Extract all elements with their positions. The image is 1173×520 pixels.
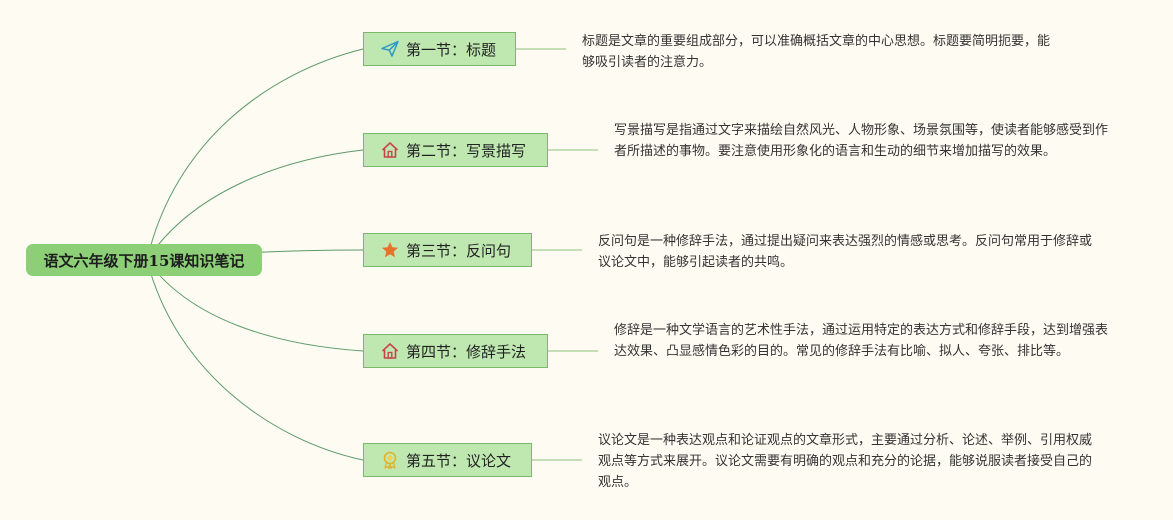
topic-section-5-label: 第五节：议论文 [406,451,512,470]
topic-section-1-label: 第一节：标题 [406,40,497,59]
note-section-1: 标题是文章的重要组成部分，可以准确概括文章的中心思想。标题要简明扼要，能够吸引读… [582,34,1051,70]
paper-plane-icon [380,39,400,59]
branch-line-1 [146,48,364,261]
topic-section-2-label: 第二节：写景描写 [406,141,527,160]
note-section-5: 议论文是一种表达观点和论证观点的文章形式，主要通过分析、论述、举例、引用权威观点… [598,433,1093,490]
note-section-4: 修辞是一种文学语言的艺术性手法，通过运用特定的表达方式和修辞手段，达到增强表达效… [614,323,1109,359]
award-ribbon-icon [380,450,400,470]
branch-line-5 [146,259,364,461]
topic-section-1[interactable]: 第一节：标题 [363,32,516,66]
topic-section-3-label: 第三节：反问句 [406,241,512,260]
topic-section-4[interactable]: 第四节：修辞手法 [363,334,548,368]
root-topic[interactable]: 语文六年级下册15课知识笔记 [26,244,262,276]
topic-section-3[interactable]: 第三节：反问句 [363,233,532,267]
house-icon [380,341,400,361]
note-section-2: 写景描写是指通过文字来描绘自然风光、人物形象、场景氛围等，使读者能够感受到作者所… [614,123,1109,159]
star-icon [380,240,400,260]
root-topic-label: 语文六年级下册15课知识笔记 [43,251,245,270]
house-icon [380,140,400,160]
topic-section-4-label: 第四节：修辞手法 [406,342,527,361]
note-section-3: 反问句是一种修辞手法，通过提出疑问来表达强烈的情感或思考。反问句常用于修辞或议论… [598,234,1093,270]
branch-line-4 [146,259,364,352]
topic-section-5[interactable]: 第五节：议论文 [363,443,532,477]
topic-section-2[interactable]: 第二节：写景描写 [363,133,548,167]
branch-line-2 [146,149,364,261]
